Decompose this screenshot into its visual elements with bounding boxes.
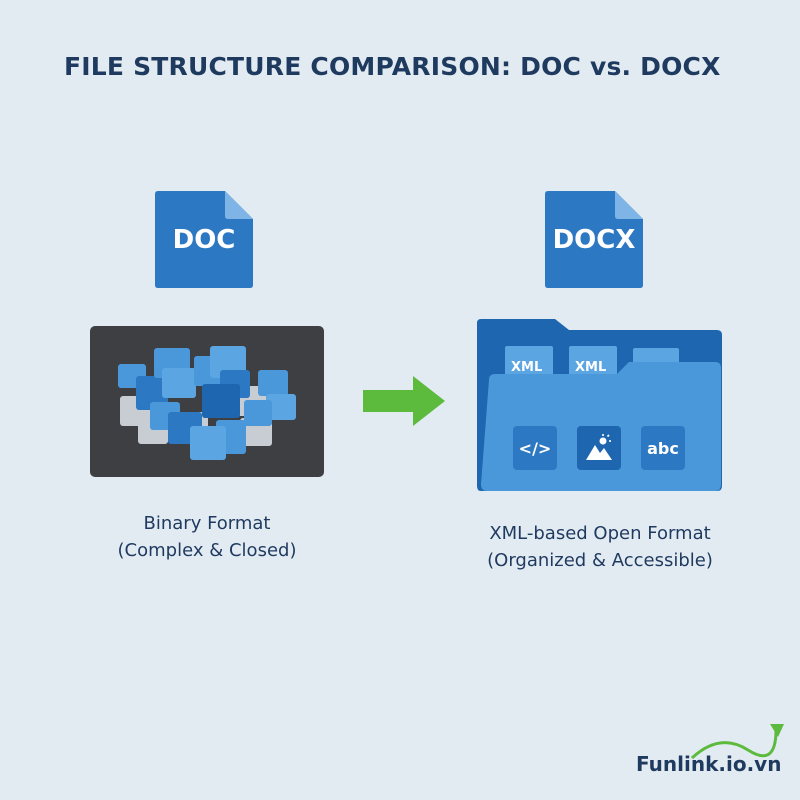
- right-arrow-icon: [363, 376, 445, 426]
- open-folder-icon: XML XML </> abc: [477, 316, 722, 491]
- code-icon: </>: [513, 426, 557, 470]
- page-title: FILE STRUCTURE COMPARISON: DOC vs. DOCX: [64, 52, 721, 81]
- brand-logo-text: Funlink.io.vn: [636, 752, 782, 776]
- trend-arrow-icon: [690, 724, 784, 760]
- caption-line: XML-based Open Format: [489, 523, 711, 544]
- caption-line: (Organized & Accessible): [487, 550, 713, 571]
- image-icon: [577, 426, 621, 470]
- docx-file-icon: DOCX: [545, 191, 643, 288]
- caption-line: Binary Format: [143, 513, 271, 534]
- xml-document-label: XML: [511, 360, 543, 375]
- xml-document-label: XML: [575, 360, 607, 375]
- text-abc-tile: abc: [641, 426, 685, 470]
- binary-blocks-icon: [118, 346, 296, 460]
- docx-file-label: DOCX: [552, 225, 636, 255]
- binary-format-caption: Binary Format (Complex & Closed): [90, 510, 324, 564]
- xml-format-caption: XML-based Open Format (Organized & Acces…: [440, 520, 760, 574]
- doc-file-label: DOC: [172, 225, 236, 255]
- caption-line: (Complex & Closed): [117, 540, 297, 561]
- binary-blocks-panel: [90, 326, 324, 477]
- doc-file-icon: DOC: [155, 191, 253, 288]
